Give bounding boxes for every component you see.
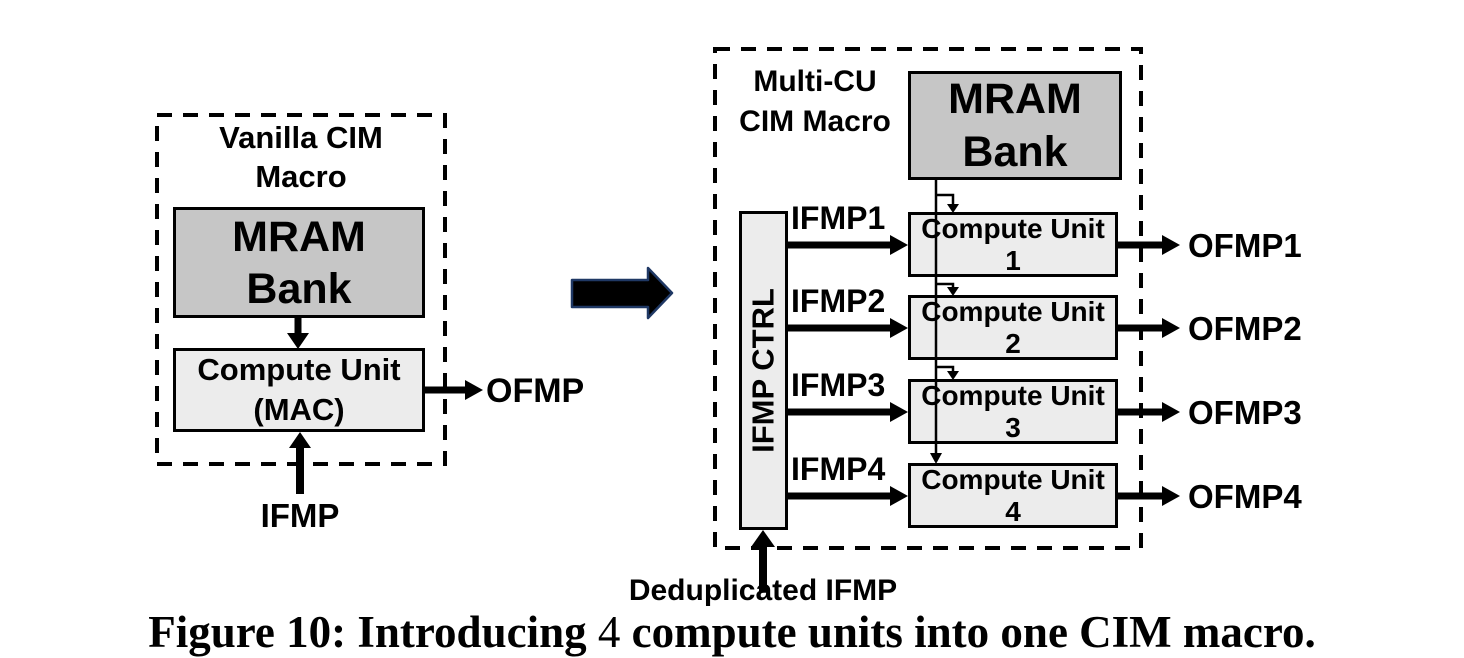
ifmp3-arrow: [788, 402, 908, 422]
multicu-mram-label-line1: MRAM: [948, 74, 1082, 123]
ofmp2-arrow: [1118, 318, 1180, 338]
vanilla-macro-title-line2: Macro: [255, 159, 347, 194]
vanilla-macro-title: Vanilla CIM Macro: [155, 118, 447, 196]
transform-arrow: [570, 266, 674, 320]
compute-unit-2-box: Compute Unit 2: [908, 295, 1118, 360]
compute-unit-1-box: Compute Unit 1: [908, 212, 1118, 277]
ifmp3-label: IFMP3: [791, 367, 886, 403]
ifmp2-label: IFMP2: [791, 283, 886, 319]
vanilla-mram-bank-box: MRAM Bank: [173, 207, 425, 318]
vanilla-mram-to-cu-arrow: [287, 318, 309, 349]
ifmp4-arrow: [788, 486, 908, 506]
ofmp4-arrow: [1118, 486, 1180, 506]
ofmp1-arrow: [1118, 235, 1180, 255]
ofmp4-label: OFMP4: [1188, 478, 1302, 515]
ofmp2-label: OFMP2: [1188, 310, 1302, 347]
vanilla-cu-label-line2: (MAC): [253, 392, 345, 427]
ifmp4-label: IFMP4: [791, 451, 886, 487]
ofmp1-label: OFMP1: [1188, 227, 1302, 264]
dedup-ifmp-label: Deduplicated IFMP: [628, 574, 898, 607]
vanilla-ofmp-arrow: [425, 380, 483, 400]
multicu-mram-label-line2: Bank: [962, 127, 1068, 176]
ifmp-ctrl-label: IFMP CTRL: [745, 288, 781, 453]
caption-number: 4: [597, 607, 621, 657]
ifmp2-arrow: [788, 318, 908, 338]
vanilla-ofmp-label: OFMP: [486, 372, 585, 410]
ofmp3-arrow: [1118, 402, 1180, 422]
multicu-macro-title-line2: CIM Macro: [739, 105, 891, 138]
compute-unit-4-box: Compute Unit 4: [908, 463, 1118, 528]
vanilla-compute-unit-box: Compute Unit (MAC): [173, 348, 425, 432]
multicu-macro-title: Multi-CU CIM Macro: [715, 62, 915, 142]
vanilla-mram-label-line2: Bank: [246, 264, 352, 313]
vanilla-ifmp-label: IFMP: [260, 497, 340, 534]
vanilla-mram-label-line1: MRAM: [232, 212, 366, 261]
vanilla-cu-label-line1: Compute Unit: [197, 352, 401, 387]
caption-suffix: compute units into one CIM macro.: [620, 607, 1316, 657]
multicu-macro-title-line1: Multi-CU: [753, 65, 877, 98]
vanilla-ifmp-arrow: [289, 432, 311, 494]
caption-prefix: Figure 10: Introducing: [148, 607, 598, 657]
compute-unit-3-box: Compute Unit 3: [908, 379, 1118, 444]
ifmp1-arrow: [788, 235, 908, 255]
ofmp3-label: OFMP3: [1188, 394, 1302, 431]
ifmp1-label: IFMP1: [791, 200, 886, 236]
multicu-mram-bank-box: MRAM Bank: [908, 71, 1122, 180]
vanilla-macro-title-line1: Vanilla CIM: [219, 120, 383, 155]
figure-caption: Figure 10: Introducing 4 compute units i…: [0, 606, 1464, 658]
